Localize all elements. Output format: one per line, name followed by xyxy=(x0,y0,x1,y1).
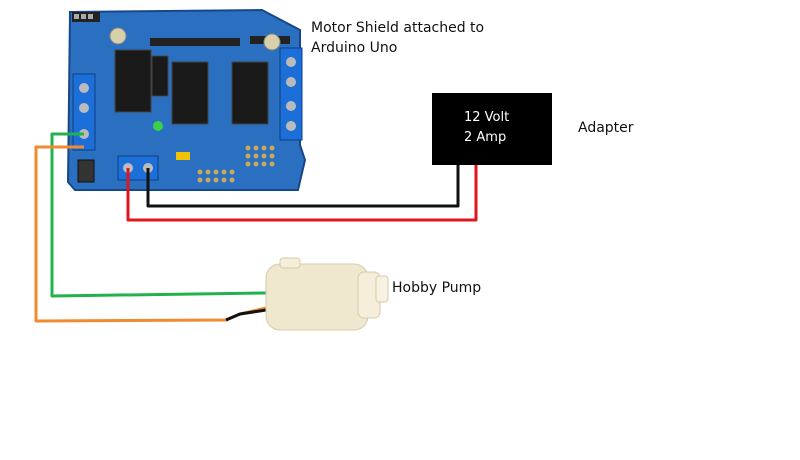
power-jumper xyxy=(176,152,190,160)
hobby-pump xyxy=(265,257,389,331)
ic-chip-small xyxy=(151,55,169,97)
motor-shield-board xyxy=(66,8,307,191)
capacitor xyxy=(109,27,127,45)
ic-chip-center xyxy=(171,61,209,125)
adapter-caption: Adapter xyxy=(578,120,634,136)
power-terminal-block xyxy=(117,155,159,181)
capacitor xyxy=(263,33,281,51)
green-wire xyxy=(50,132,267,298)
adapter-current: 2 Amp xyxy=(464,130,507,145)
terminal-block-m1-m2 xyxy=(72,73,96,151)
terminal-block-m3-m4 xyxy=(279,47,303,141)
ic-chip-right xyxy=(231,61,269,125)
shield-caption: Motor Shield attached to Arduino Uno xyxy=(311,18,484,58)
adapter-voltage: 12 Volt xyxy=(464,110,510,125)
pump-lead-black xyxy=(225,308,267,322)
shield-caption-line1: Motor Shield attached to xyxy=(311,20,485,36)
power-adapter xyxy=(432,93,552,165)
ic-chip-left xyxy=(114,49,152,113)
power-led xyxy=(153,121,163,131)
reset-button xyxy=(77,159,95,183)
black-wire xyxy=(146,165,460,208)
shield-caption-line2: Arduino Uno xyxy=(311,40,398,56)
servo-header xyxy=(72,12,100,22)
red-wire xyxy=(126,165,478,222)
pump-caption: Hobby Pump xyxy=(392,280,482,296)
pin-pads xyxy=(197,145,275,183)
adapter-rating: 12 Volt 2 Amp xyxy=(464,108,509,148)
